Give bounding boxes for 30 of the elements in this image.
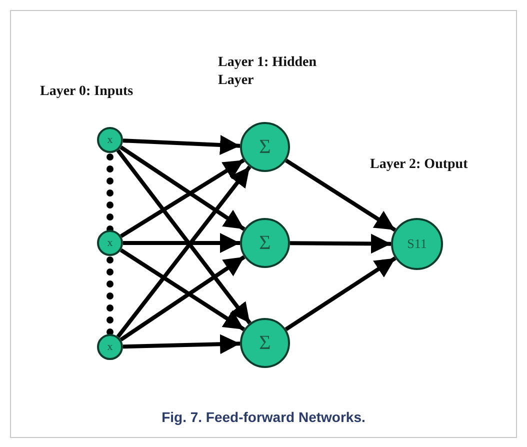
neuron-circle bbox=[97, 230, 123, 256]
arrow bbox=[116, 166, 252, 338]
layer-label: Layer 0: Inputs bbox=[40, 83, 134, 101]
node-label: Σ bbox=[259, 332, 271, 354]
neuron-circle bbox=[391, 218, 443, 270]
arrow bbox=[285, 158, 396, 232]
arrow bbox=[122, 134, 240, 155]
figure-caption: Fig. 7. Feed-forward Networks. bbox=[160, 409, 366, 425]
node-label: Σ bbox=[259, 232, 271, 254]
arrow bbox=[122, 334, 240, 354]
arrow bbox=[290, 234, 392, 254]
arrow bbox=[120, 158, 245, 238]
neuron-circle bbox=[97, 127, 123, 153]
node-label: x bbox=[107, 341, 113, 353]
arrow bbox=[116, 149, 252, 324]
layer-label: Layer 2: Output bbox=[370, 156, 469, 174]
layer-label: Layer 1: Hidden Layer bbox=[218, 54, 318, 90]
neuron-circle bbox=[97, 334, 123, 360]
neuron-circle bbox=[240, 218, 290, 268]
arrow bbox=[123, 233, 240, 253]
neuron-circle bbox=[240, 122, 290, 172]
arrow bbox=[120, 248, 246, 332]
neuron-circle bbox=[240, 318, 290, 368]
node-label: S11 bbox=[407, 236, 427, 252]
node-label: Σ bbox=[259, 136, 271, 158]
arrow bbox=[120, 255, 246, 342]
node-label: x bbox=[107, 134, 113, 146]
node-label: x bbox=[107, 237, 113, 249]
arrow bbox=[120, 146, 246, 231]
arrow bbox=[284, 256, 396, 332]
